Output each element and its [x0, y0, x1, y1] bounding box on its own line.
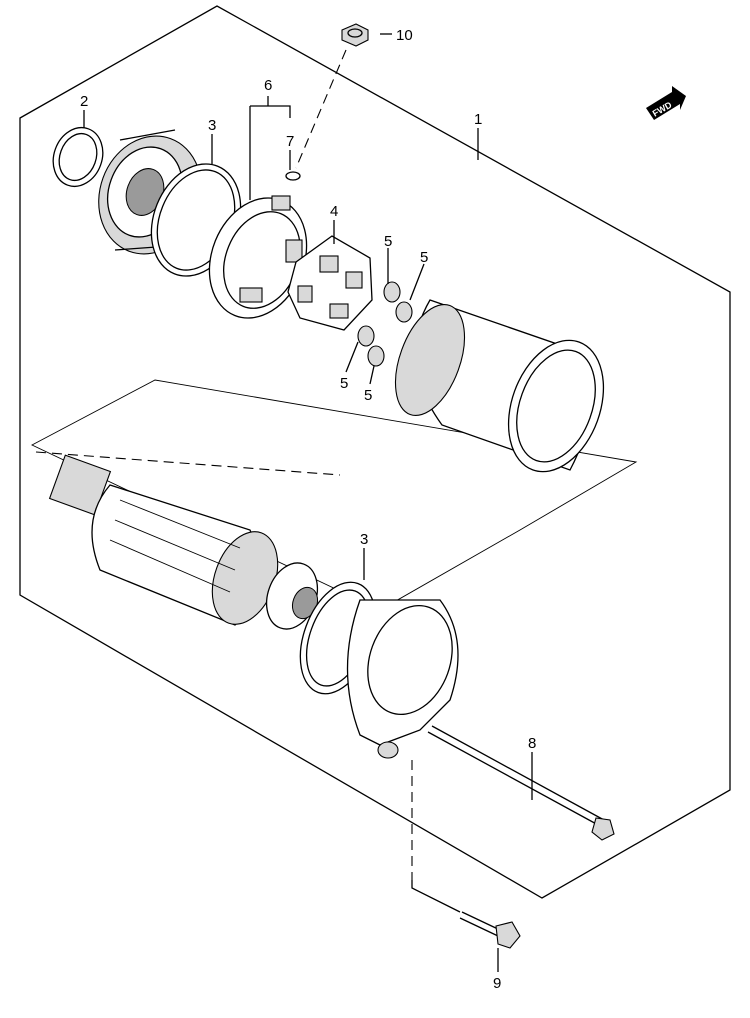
callout-8: 8 — [528, 735, 536, 752]
subassembly-outline — [30, 379, 638, 611]
callout-5-a: 5 — [384, 233, 392, 250]
callout-4: 4 — [330, 203, 338, 220]
callout-5-d: 5 — [364, 387, 372, 404]
callout-2: 2 — [80, 93, 88, 110]
nut-guide-line — [295, 49, 347, 169]
o-ring-part — [52, 126, 104, 188]
bolt-guide-leader — [411, 880, 461, 913]
callout-labels: 1 2 3 3 4 5 5 5 5 6 7 8 9 10 — [80, 27, 536, 992]
brush-holder-part — [287, 235, 373, 331]
small-o-ring-part — [285, 171, 301, 181]
callout-9: 9 — [493, 975, 501, 992]
bolt-part — [459, 911, 521, 949]
brush-spring-parts — [357, 281, 413, 367]
callout-7: 7 — [286, 133, 294, 150]
armature-part — [48, 454, 319, 630]
callout-1: 1 — [474, 111, 482, 128]
assembly-outline — [19, 5, 731, 899]
callout-10: 10 — [396, 27, 413, 44]
nut-part — [341, 23, 369, 47]
through-bolt-part — [427, 725, 615, 841]
rear-cover-part — [346, 599, 459, 759]
callout-5-b: 5 — [420, 249, 428, 266]
leader-lines — [83, 33, 533, 972]
callout-3-bottom: 3 — [360, 531, 368, 548]
callout-5-c: 5 — [340, 375, 348, 392]
yoke-housing-part — [394, 299, 605, 473]
callout-6: 6 — [264, 77, 272, 94]
callout-3-top: 3 — [208, 117, 216, 134]
fwd-arrow-icon: FWD — [646, 86, 686, 120]
